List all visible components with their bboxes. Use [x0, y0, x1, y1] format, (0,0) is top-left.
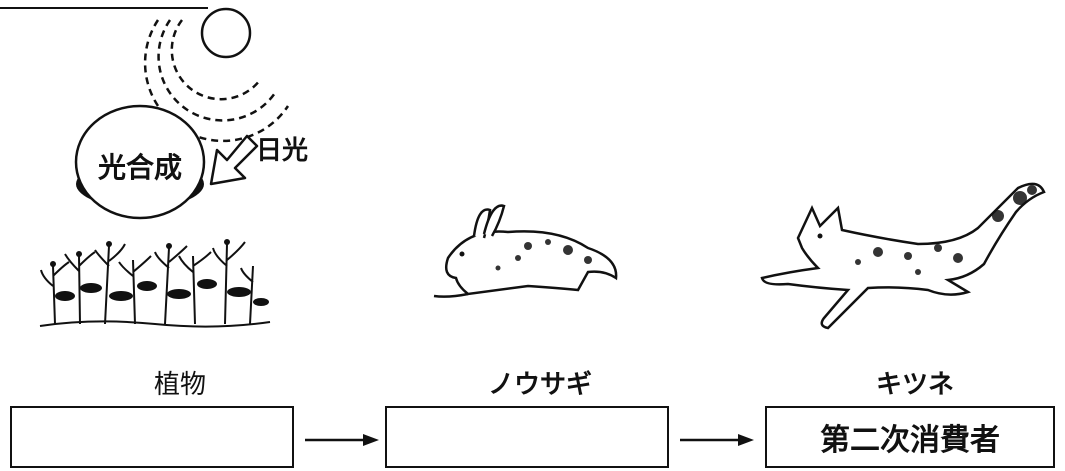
arrow-right-icon — [305, 434, 379, 446]
plant-role-box — [10, 406, 294, 468]
organism-label-plant: 植物 — [153, 370, 206, 400]
photosynthesis-label: 光合成 — [97, 151, 182, 184]
organism-label-fox: キツネ — [875, 370, 954, 400]
sunlight-arrow-icon — [209, 134, 259, 186]
rabbit-role-box — [385, 406, 669, 468]
sunlight-label: 日光 — [256, 136, 309, 166]
organism-label-rabbit: ノウサギ — [487, 370, 592, 400]
photosynthesis-disc — [74, 104, 206, 220]
plant-illustration — [39, 239, 271, 328]
fox-role-text: 第二次消費者 — [820, 423, 1000, 458]
fox-role-box: 第二次消費者 — [765, 406, 1055, 468]
rabbit-illustration — [433, 204, 618, 298]
fox-illustration — [760, 182, 1046, 330]
arrow-right-icon — [680, 434, 754, 446]
